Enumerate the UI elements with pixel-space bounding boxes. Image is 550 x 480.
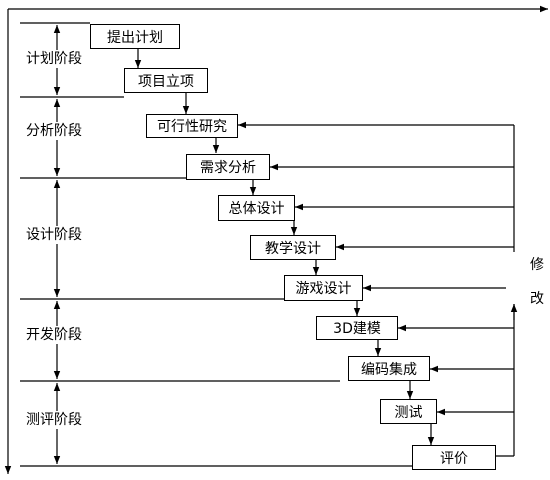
step-feasibility-study: 可行性研究 (146, 114, 238, 138)
phase-label-analysis: 分析阶段 (26, 123, 82, 139)
step-evaluation: 评价 (412, 445, 496, 470)
phase-label-backgrounds (24, 50, 88, 429)
phase-label-design: 设计阶段 (26, 227, 82, 243)
phase-dividers (20, 22, 412, 467)
step-propose-plan: 提出计划 (90, 24, 180, 49)
phase-label-planning: 计划阶段 (26, 51, 82, 67)
modify-label-char-1: 修 (530, 257, 544, 273)
step-requirements-analysis: 需求分析 (186, 154, 270, 180)
flow-arrows (134, 49, 435, 445)
step-teaching-design: 教学设计 (250, 235, 336, 260)
modify-label-char-2: 改 (530, 291, 544, 307)
phase-label-evaluation: 测评阶段 (26, 412, 82, 428)
feedback-loop (238, 121, 515, 457)
step-3d-modeling: 3D建模 (316, 316, 398, 340)
step-game-design: 游戏设计 (284, 275, 363, 301)
phase-label-development: 开发阶段 (26, 327, 82, 343)
step-coding-integration: 编码集成 (348, 356, 430, 381)
step-overall-design: 总体设计 (218, 195, 295, 221)
modify-label-background (506, 252, 522, 304)
step-testing: 测试 (380, 399, 437, 424)
step-project-approval: 项目立项 (124, 68, 208, 93)
